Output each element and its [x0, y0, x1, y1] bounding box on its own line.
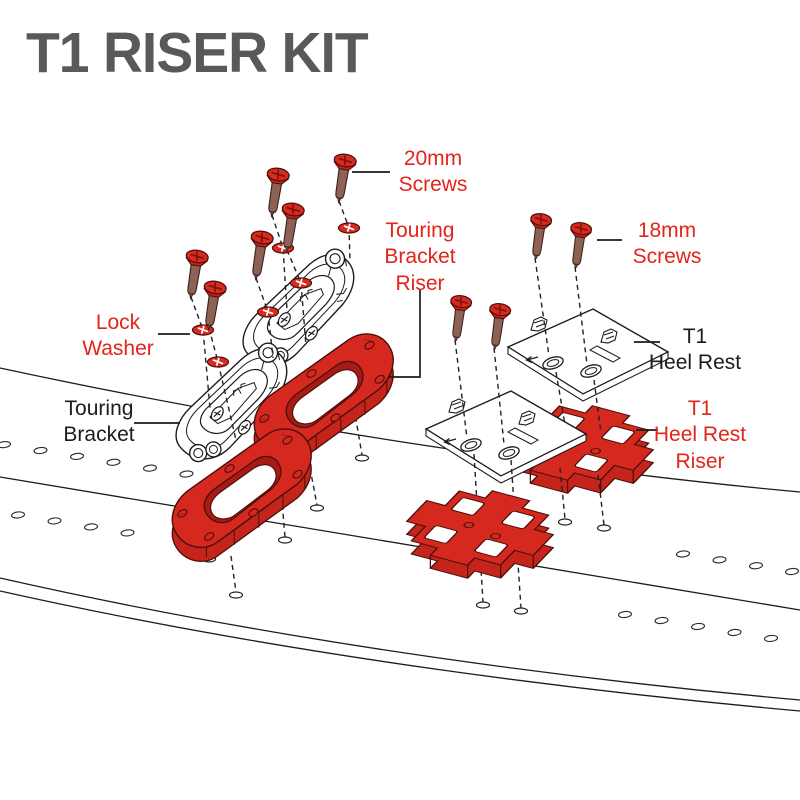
ski-insert-hole — [784, 567, 800, 576]
ski-insert-hole — [617, 610, 633, 619]
lock-washer — [256, 306, 280, 318]
ski-insert-hole — [727, 628, 742, 637]
screw-18mm — [524, 211, 554, 262]
ski-insert-hole — [675, 550, 691, 558]
ski-insert-hole — [47, 517, 62, 525]
ski-insert-hole — [120, 529, 135, 537]
ski-insert-hole — [712, 556, 727, 564]
lock-washer — [206, 356, 230, 368]
screw-20mm — [196, 278, 228, 333]
label-t1-heel-rest-riser: T1 Heel Rest Riser — [653, 397, 747, 473]
label-lock-washer: Lock Washer — [82, 311, 154, 361]
ski-insert-hole — [10, 511, 26, 519]
screw-18mm — [564, 220, 594, 271]
ski-board — [0, 367, 800, 712]
lock-washer — [289, 277, 313, 289]
ski-insert-hole — [69, 452, 85, 461]
screw-18mm — [444, 293, 474, 344]
label-18mm-screws: 18mm Screws — [632, 219, 702, 269]
ski-insert-hole — [748, 562, 764, 570]
ski-insert-hole — [106, 458, 121, 466]
screw-20mm — [326, 151, 358, 206]
ski-center-seam — [0, 476, 800, 611]
ski-insert-holes — [0, 441, 800, 643]
label-20mm-screws: 20mm Screws — [398, 147, 468, 197]
label-t1-heel-rest: T1 Heel Rest — [648, 325, 742, 375]
leader-touring-bracket-riser — [388, 290, 421, 378]
page-title: T1 RISER KIT — [26, 21, 369, 85]
ski-insert-hole — [179, 470, 194, 478]
ski-insert-hole — [33, 446, 48, 455]
ski-insert-hole — [83, 523, 99, 531]
ski-insert-hole — [690, 622, 706, 631]
label-touring-bracket-riser: Touring Bracket Riser — [384, 219, 456, 295]
ski-insert-hole — [763, 634, 779, 643]
ski-front-edge — [0, 577, 800, 701]
screw-18mm — [483, 301, 513, 352]
label-leader-lines — [134, 171, 660, 431]
heel-rest-riser-2 — [374, 477, 586, 592]
ski-top-edge — [0, 367, 800, 493]
ski-front-edge-lower — [0, 590, 800, 712]
ski-insert-hole — [142, 464, 158, 472]
screw-20mm — [243, 228, 275, 283]
lock-washer — [337, 222, 361, 234]
ski-insert-hole — [0, 441, 12, 449]
screw-20mm — [178, 247, 210, 302]
label-touring-bracket: Touring Bracket — [63, 397, 135, 447]
ski-insert-hole — [654, 616, 669, 625]
